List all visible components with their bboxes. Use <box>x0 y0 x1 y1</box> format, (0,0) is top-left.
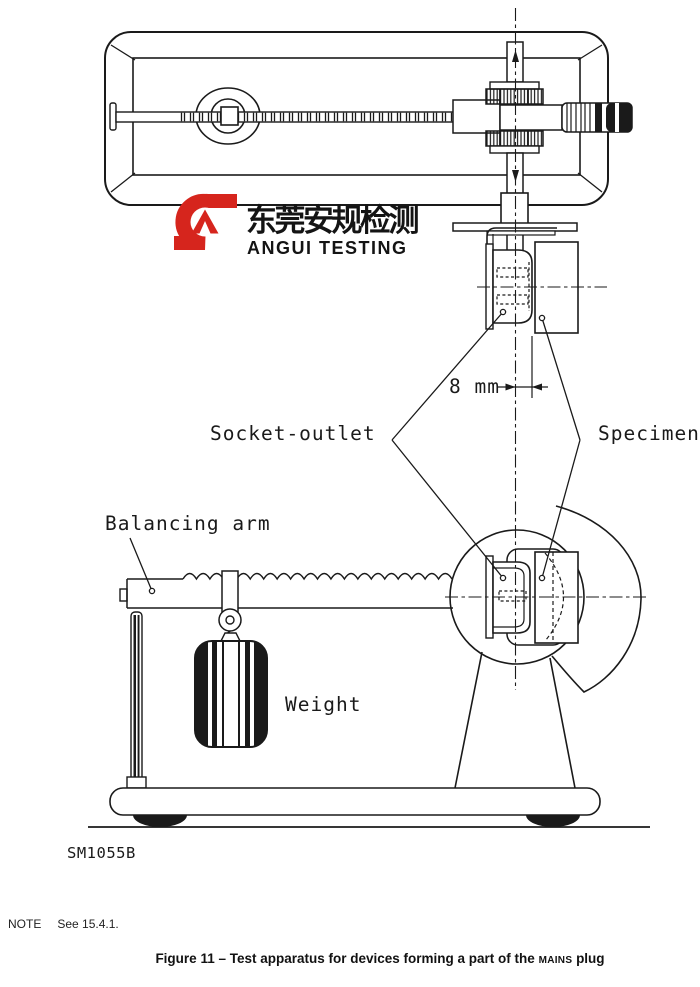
lower-gear-segments <box>499 131 529 146</box>
leader-dot <box>499 574 507 582</box>
leader-lines <box>129 308 581 595</box>
drive-shaft-horizontal <box>499 104 563 131</box>
drawing-code-label: SM1055B <box>67 844 136 862</box>
pin-slot-front <box>498 590 527 602</box>
weight-loop <box>220 632 241 642</box>
axis-arrow-up <box>512 50 519 62</box>
gear-assembly <box>452 41 563 195</box>
leader-dot <box>499 308 507 316</box>
dim-arrow-left <box>505 383 516 391</box>
screw-end-cap <box>109 102 117 131</box>
knob-grip-lines <box>566 103 591 132</box>
socket-outlet-label: Socket-outlet <box>210 422 376 445</box>
knob-square-nut <box>220 106 239 126</box>
caption-smallcaps: MAINS <box>538 955 573 966</box>
clevis-pin-hole <box>225 615 235 625</box>
socket-outlet-leaders <box>391 311 504 579</box>
dimension-8mm <box>497 336 548 398</box>
post-foot <box>126 776 147 789</box>
specimen-label: Specimen <box>598 422 700 445</box>
post-highlight <box>136 615 138 781</box>
angui-logo: 东莞安规检测 ANGUI TESTING <box>174 193 421 258</box>
dim-arrow-right <box>532 383 542 391</box>
stop-post <box>126 611 147 789</box>
weight-block <box>194 640 268 748</box>
logo-chinese-text: 东莞安规检测 <box>246 203 418 238</box>
weight-stripes <box>195 641 267 747</box>
centerlines <box>445 8 647 690</box>
hidden-arc <box>544 552 564 642</box>
dimension-8mm-label: 8 mm <box>449 375 500 398</box>
cam-lobe <box>551 505 642 693</box>
specimen-leaders <box>541 317 581 579</box>
lower-gear <box>485 130 544 147</box>
upper-gear-segments <box>499 89 529 104</box>
shaft-collar <box>500 192 529 226</box>
shaft-stub <box>506 235 524 250</box>
upper-flange <box>489 81 540 90</box>
logo-triangle-notch <box>199 221 211 234</box>
caption-suffix: plug <box>576 951 605 966</box>
base-foot-right <box>526 815 580 827</box>
mounting-plate-lower <box>486 230 556 236</box>
balancing-arm <box>119 572 453 609</box>
base <box>88 787 650 828</box>
upper-gear <box>485 88 544 105</box>
weight-label: Weight <box>285 693 361 716</box>
balancing-arm-leader <box>129 537 153 592</box>
pin-slot-upper <box>496 267 529 278</box>
knob-white-ring <box>615 103 619 132</box>
caption-prefix: Figure 11 – Test apparatus for devices f… <box>155 951 535 966</box>
note-line: NOTE See 15.4.1. <box>8 917 119 931</box>
weight-outline <box>194 640 268 748</box>
knob-black-band-1 <box>595 103 602 132</box>
screw-thread-ticks <box>180 112 498 122</box>
pin-slot-lower <box>496 294 529 305</box>
arm-outline <box>126 579 453 609</box>
leader-dot <box>538 574 546 582</box>
hand-knob <box>561 102 633 133</box>
logo-english-text: ANGUI TESTING <box>247 238 408 258</box>
support-column <box>454 651 576 789</box>
base-plate <box>109 787 601 816</box>
logo-s-lower <box>174 193 209 250</box>
bearing-block <box>452 99 501 134</box>
weight-hanger <box>218 570 242 649</box>
leader-dot <box>148 587 156 595</box>
figure-caption: Figure 11 – Test apparatus for devices f… <box>30 951 700 966</box>
arm-end-nub <box>119 588 128 602</box>
balancing-arm-label: Balancing arm <box>105 512 271 535</box>
note-label: NOTE <box>8 917 42 931</box>
axis-arrow-down <box>512 170 519 182</box>
housing-corner-chamfers <box>110 44 603 193</box>
lower-flange <box>489 145 540 154</box>
note-text: See 15.4.1. <box>57 917 119 931</box>
base-foot-left <box>133 815 187 827</box>
leader-dot <box>538 314 546 322</box>
